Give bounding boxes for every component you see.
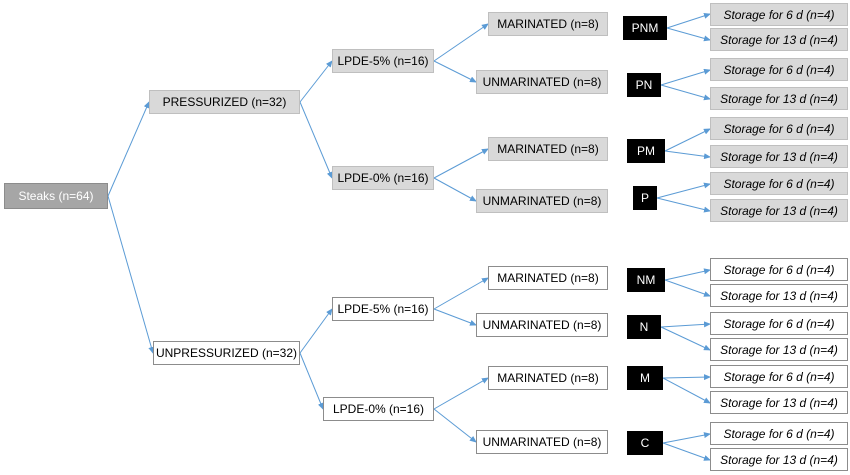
connector-arrow-14: [433, 408, 477, 443]
storage-6d-pn: Storage for 6 d (n=4): [710, 58, 848, 81]
group-code-nm: NM: [627, 268, 665, 292]
marinated-node-2: MARINATED (n=8): [488, 137, 608, 161]
connector-arrow-30: [662, 442, 711, 461]
group-code-pnm: PNM: [623, 16, 667, 40]
storage-6d-p: Storage for 6 d (n=4): [710, 172, 848, 195]
connector-arrow-7: [433, 23, 489, 62]
storage-13d-c: Storage for 13 d (n=4): [710, 448, 848, 471]
storage-6d-pnm: Storage for 6 d (n=4): [710, 3, 848, 26]
unmarinated-node-2: UNMARINATED (n=8): [476, 189, 608, 213]
group-code-n: N: [627, 315, 661, 339]
connector-arrow-29: [662, 432, 711, 444]
storage-6d-pm: Storage for 6 d (n=4): [710, 117, 848, 140]
connector-arrow-19: [664, 128, 711, 152]
connector-arrow-26: [660, 326, 711, 351]
connector-arrow-1: [107, 101, 150, 197]
connector-arrow-17: [660, 68, 711, 86]
connector-arrow-18: [660, 84, 711, 101]
connector-arrow-25: [660, 321, 711, 328]
storage-6d-m: Storage for 6 d (n=4): [710, 365, 848, 388]
storage-13d-m: Storage for 13 d (n=4): [710, 391, 848, 414]
connector-arrow-5: [299, 308, 333, 354]
storage-6d-c: Storage for 6 d (n=4): [710, 422, 848, 445]
unmarinated-node-3: UNMARINATED (n=8): [476, 313, 608, 337]
connector-arrow-23: [664, 268, 711, 281]
connector-arrow-13: [433, 377, 489, 410]
connector-arrow-27: [662, 374, 711, 381]
storage-6d-nm: Storage for 6 d (n=4): [710, 258, 848, 281]
connector-arrow-11: [433, 277, 489, 310]
connector-arrow-2: [107, 195, 155, 354]
connector-arrow-10: [433, 177, 477, 202]
marinated-node-3: MARINATED (n=8): [488, 266, 608, 290]
connector-arrow-12: [433, 308, 477, 326]
root-node-steaks: Steaks (n=64): [4, 183, 108, 209]
unpressurized-node: UNPRESSURIZED (n=32): [153, 341, 300, 365]
connector-arrow-8: [433, 60, 477, 83]
connector-arrow-6: [299, 352, 324, 410]
group-code-pm: PM: [627, 139, 665, 163]
connector-arrow-4: [299, 101, 333, 179]
connector-arrow-16: [666, 27, 711, 42]
group-code-p: P: [633, 186, 657, 210]
connector-arrow-21: [656, 182, 711, 199]
connector-arrow-9: [433, 148, 489, 179]
storage-6d-n: Storage for 6 d (n=4): [710, 312, 848, 335]
storage-13d-pnm: Storage for 13 d (n=4): [710, 28, 848, 51]
lpde5-unpressurized-node: LPDE-5% (n=16): [332, 297, 434, 321]
unmarinated-node-4: UNMARINATED (n=8): [476, 430, 608, 454]
connector-arrow-3: [299, 60, 333, 103]
group-code-m: M: [627, 366, 663, 390]
unmarinated-node-1: UNMARINATED (n=8): [476, 70, 608, 94]
connector-arrow-15: [666, 13, 711, 29]
storage-13d-pn: Storage for 13 d (n=4): [710, 87, 848, 110]
storage-13d-p: Storage for 13 d (n=4): [710, 199, 848, 222]
connector-arrow-24: [664, 279, 711, 297]
marinated-node-4: MARINATED (n=8): [488, 366, 608, 390]
storage-13d-pm: Storage for 13 d (n=4): [710, 145, 848, 168]
connector-arrow-20: [664, 150, 711, 160]
lpde5-pressurized-node: LPDE-5% (n=16): [332, 49, 434, 73]
connector-arrow-28: [662, 377, 711, 404]
storage-13d-nm: Storage for 13 d (n=4): [710, 284, 848, 307]
pressurized-node: PRESSURIZED (n=32): [149, 90, 300, 114]
group-code-c: C: [627, 431, 663, 455]
lpde0-pressurized-node: LPDE-0% (n=16): [332, 166, 434, 190]
storage-13d-n: Storage for 13 d (n=4): [710, 338, 848, 361]
lpde0-unpressurized-node: LPDE-0% (n=16): [323, 397, 434, 421]
connector-arrow-22: [656, 197, 711, 213]
marinated-node-1: MARINATED (n=8): [488, 12, 608, 36]
group-code-pn: PN: [627, 73, 661, 97]
